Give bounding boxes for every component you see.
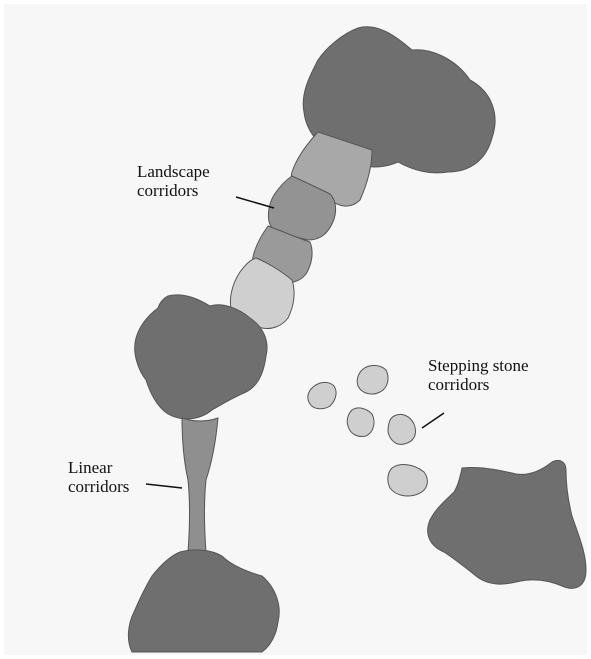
linear-leader-line [146, 484, 182, 488]
linear-corridor [182, 418, 218, 552]
stepping-stone-2 [357, 366, 388, 395]
habitat-patch-bottom-left [128, 550, 279, 652]
landscape-leader-line [236, 197, 274, 208]
stepping-stone-3 [347, 408, 374, 437]
stepping-leader-line [422, 413, 444, 428]
stepping-stone-5 [388, 465, 428, 496]
landscape-corridors-label: Landscape corridors [137, 162, 210, 200]
linear-corridors-label: Linear corridors [68, 458, 129, 496]
stepping-stone-corridors-label: Stepping stone corridors [428, 356, 529, 394]
stepping-stone-1 [308, 382, 336, 408]
stepping-stone-4 [388, 414, 416, 444]
habitat-patch-bottom-right [428, 460, 586, 588]
